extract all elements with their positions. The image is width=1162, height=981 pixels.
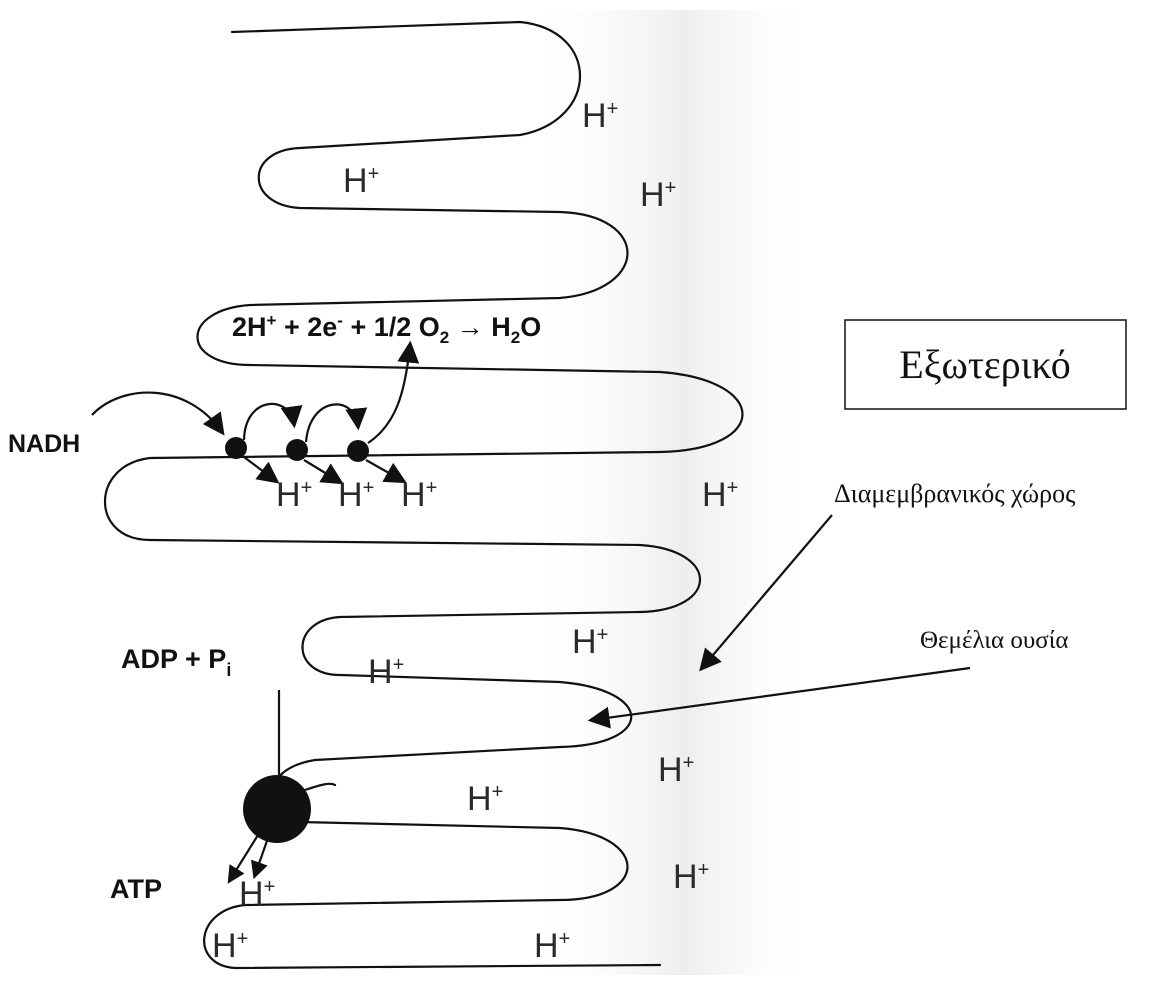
proton-marker: H+ (702, 476, 738, 514)
intermembrane-space-label: Διαμεμβρανικός χώρος (834, 479, 1076, 508)
proton-marker: H+ (467, 780, 503, 818)
proton-marker: H+ (212, 927, 248, 965)
proton-marker: H+ (338, 476, 374, 514)
exterior-box (844, 319, 1127, 410)
matrix-label: Θεμέλια ουσία (920, 627, 1069, 654)
complex-3 (347, 440, 369, 462)
proton-return-arrow (251, 837, 270, 880)
water-equation: 2H+ + 2e- + 1/2 O2 → H2O (232, 311, 541, 347)
atp-label: ATP (110, 874, 162, 904)
pump-arrow-2 (303, 459, 344, 485)
inner-membrane (103, 20, 744, 797)
proton-marker: H+ (640, 176, 676, 214)
intermembrane-shading (520, 10, 820, 975)
proton-marker: H+ (534, 927, 570, 965)
proton-marker: H+ (239, 875, 275, 913)
proton-marker: H+ (658, 751, 694, 789)
proton-markers: H+ H+ H+ H+ H+ H+ H+ H+ H+ H+ H+ H+ H+ H+ H+ (212, 97, 738, 965)
electron-hop-2 (304, 403, 368, 443)
matrix-pointer (587, 666, 971, 729)
proton-marker: H+ (368, 653, 404, 691)
intermembrane-pointer (699, 514, 833, 672)
pump-arrow-3 (365, 459, 407, 484)
atp-output-arrow (227, 834, 259, 884)
proton-marker: H+ (401, 476, 437, 514)
complex-2 (286, 439, 308, 461)
nadh-label: NADH (8, 430, 80, 458)
proton-marker: H+ (343, 162, 379, 200)
adp-label: ADP + Pi (121, 644, 231, 680)
proton-marker: H+ (673, 858, 709, 896)
proton-marker: H+ (582, 97, 618, 135)
exterior-label: Εξωτερικό (899, 342, 1070, 387)
proton-marker: H+ (276, 476, 312, 514)
complex-1 (225, 437, 247, 459)
inner-membrane-lower (203, 782, 662, 970)
oxygen-arrow (367, 340, 420, 444)
atp-synthase (243, 775, 311, 843)
proton-marker: H+ (572, 623, 608, 661)
pump-arrow-1 (243, 456, 280, 484)
electron-hop-1 (242, 402, 303, 441)
nadh-arrow (91, 391, 225, 436)
